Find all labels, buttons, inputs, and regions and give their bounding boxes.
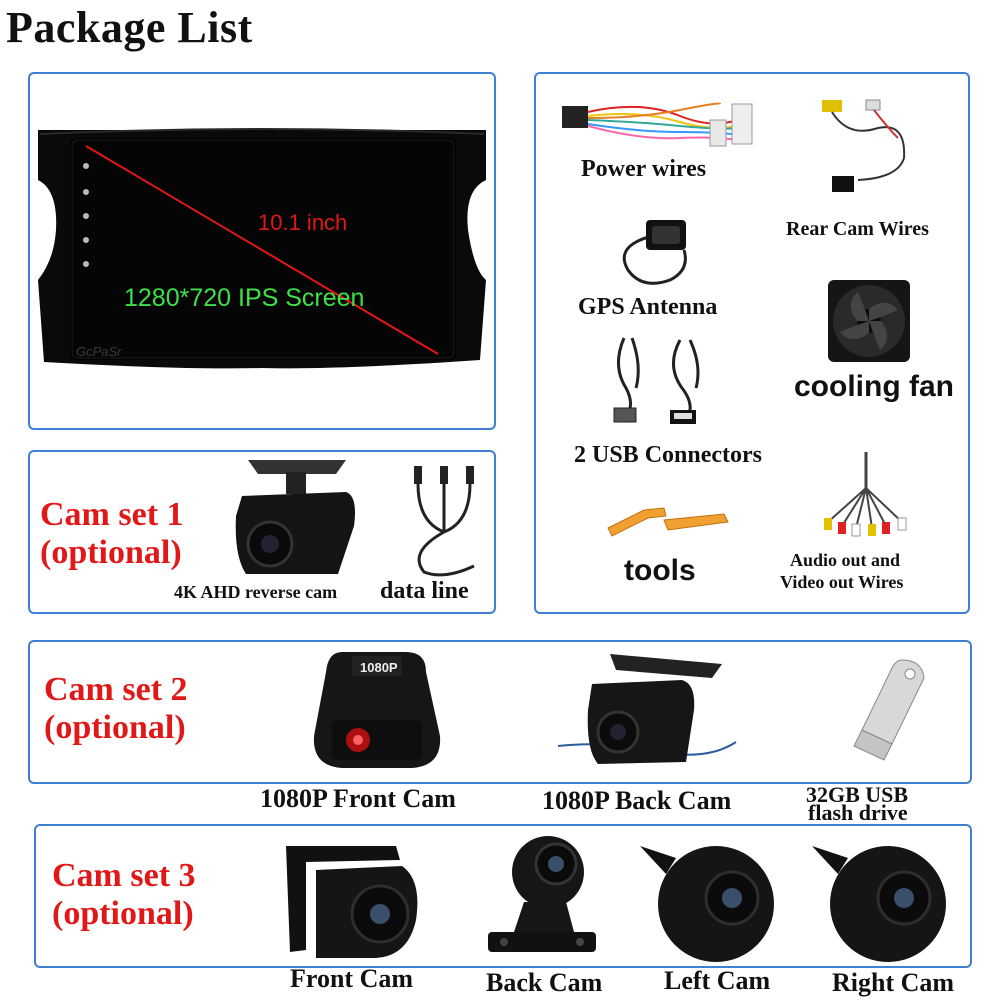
cam-set-2-label-line1: Cam set 2 — [44, 671, 188, 708]
cam-set-3-label-line2: (optional) — [52, 895, 194, 932]
right-cam-image — [812, 846, 946, 962]
usb-connectors-caption: 2 USB Connectors — [574, 442, 763, 468]
tools-image — [607, 507, 729, 537]
screen-size-label: 10.1 inch — [258, 210, 348, 235]
back-cam-caption: Back Cam — [486, 968, 603, 997]
front-cam-image — [286, 846, 418, 958]
av-wires-image — [824, 452, 907, 537]
cooling-fan-caption: cooling fan — [794, 370, 954, 403]
rear-cam-wires-image — [822, 99, 906, 192]
left-cam-image — [640, 846, 774, 962]
cooling-fan-image — [828, 280, 910, 362]
gps-antenna-image — [622, 220, 687, 285]
front-cam-1080p-caption: 1080P Front Cam — [260, 784, 456, 813]
back-cam-1080p-image — [557, 654, 737, 764]
back-cam-1080p-caption: 1080P Back Cam — [542, 786, 732, 815]
power-wires-caption: Power wires — [581, 156, 707, 182]
front-cam-caption: Front Cam — [290, 964, 414, 993]
gps-antenna-caption: GPS Antenna — [578, 294, 718, 320]
av-wires-caption-line2: Video out Wires — [780, 572, 904, 592]
tools-caption: tools — [624, 554, 696, 587]
cam-set-2-label-line2: (optional) — [44, 709, 186, 746]
usb-connectors-image — [613, 337, 700, 424]
brand-watermark: GcPaSr — [76, 344, 122, 359]
cam-set-2-panel — [28, 640, 972, 784]
page-title: Package List — [6, 3, 253, 52]
data-line-image — [414, 466, 475, 577]
back-cam-image — [488, 836, 596, 952]
usb-flash-drive-image — [853, 659, 925, 761]
ahd-reverse-cam-image — [235, 460, 355, 574]
screen-resolution-label: 1280*720 IPS Screen — [124, 284, 365, 312]
ahd-reverse-cam-caption: 4K AHD reverse cam — [174, 582, 338, 602]
right-cam-caption: Right Cam — [832, 968, 955, 997]
cam-set-1-label-line2: (optional) — [40, 534, 182, 571]
rear-cam-wires-caption: Rear Cam Wires — [786, 218, 929, 240]
head-unit-image — [38, 128, 486, 369]
power-wires-image — [562, 102, 753, 147]
usb-flash-drive-caption-line2: flash drive — [808, 800, 908, 825]
cam-set-1-label-line1: Cam set 1 — [40, 496, 184, 533]
cam-set-3-label-line1: Cam set 3 — [52, 857, 196, 894]
data-line-caption: data line — [380, 578, 469, 604]
av-wires-caption-line1: Audio out and — [790, 550, 901, 570]
front-cam-1080p-badge: 1080P — [360, 660, 398, 675]
left-cam-caption: Left Cam — [664, 966, 771, 995]
usb-flash-drive-caption-line1: 32GB USB — [806, 782, 909, 807]
front-cam-1080p-image — [313, 652, 441, 768]
